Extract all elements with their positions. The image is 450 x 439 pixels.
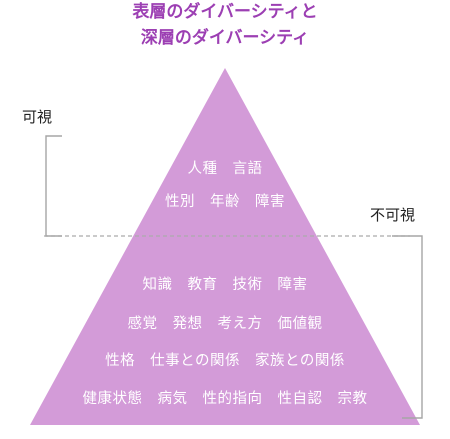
invisible-bracket — [392, 235, 423, 419]
diagram-title: 表層のダイバーシティと 深層のダイバーシティ — [132, 1, 317, 48]
deep-line-2: 感覚 発想 考え方 価値観 — [128, 315, 323, 332]
title-line-1: 表層のダイバーシティと — [132, 1, 317, 22]
surface-tier: 人種 言語 性別 年齢 障害 — [165, 160, 285, 210]
deep-line-4: 健康状態 病気 性的指向 性自認 宗教 — [83, 390, 368, 407]
pyramid — [30, 68, 420, 425]
deep-line-1: 知識 教育 技術 障害 — [143, 275, 308, 293]
invisible-label: 不可視 — [370, 206, 415, 224]
surface-line-1: 人種 言語 — [188, 160, 263, 177]
title-line-2: 深層のダイバーシティ — [141, 27, 309, 48]
deep-tier: 知識 教育 技術 障害 感覚 発想 考え方 価値観 性格 仕事との関係 家族との… — [83, 275, 368, 407]
surface-line-2: 性別 年齢 障害 — [165, 192, 285, 210]
deep-line-3: 性格 仕事との関係 家族との関係 — [105, 352, 345, 369]
visible-bracket — [45, 135, 62, 237]
visible-label: 可視 — [22, 108, 52, 126]
